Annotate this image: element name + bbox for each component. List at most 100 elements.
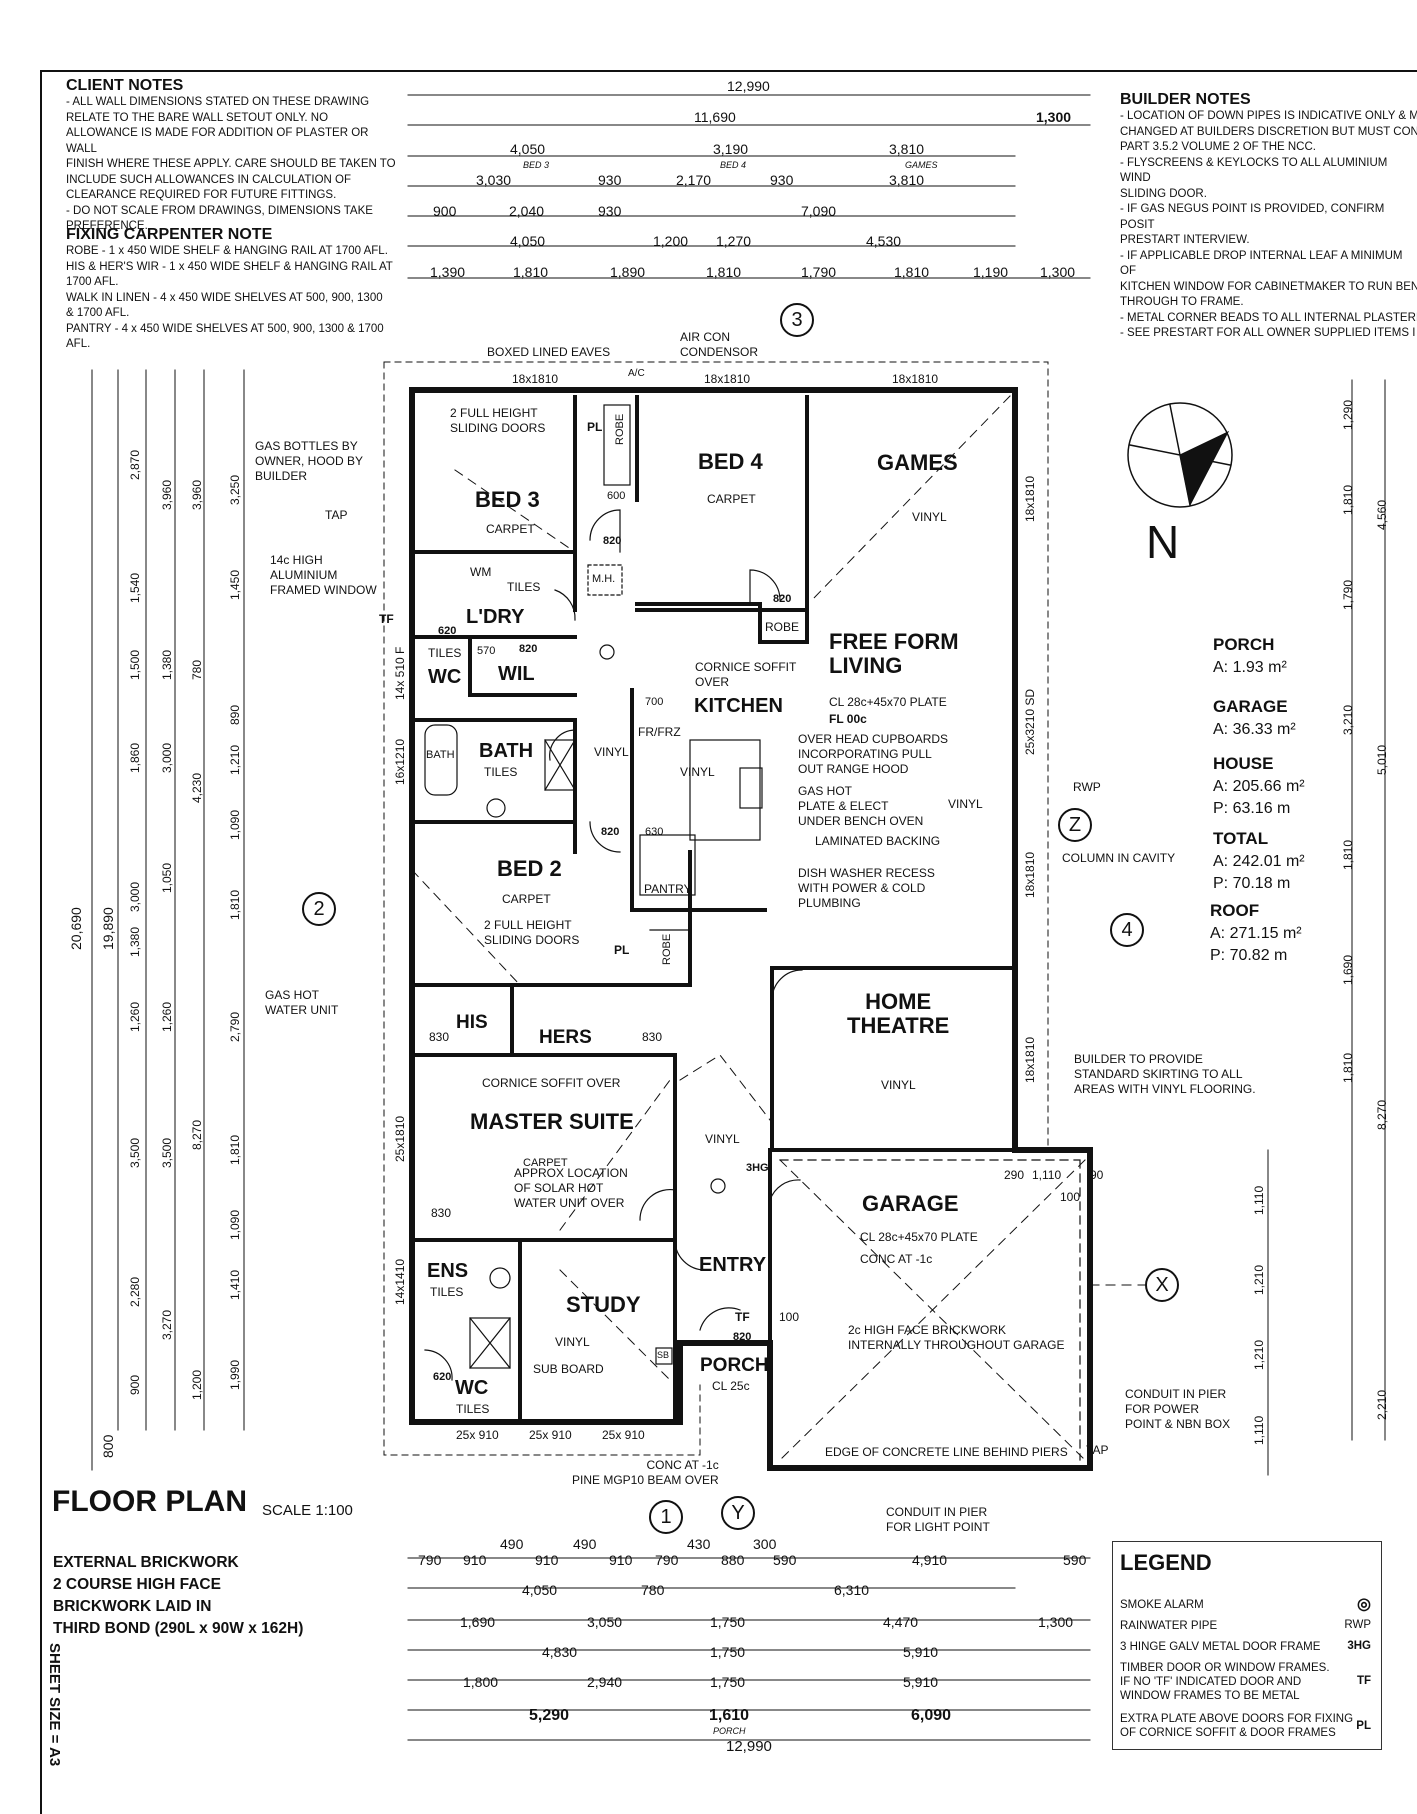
- dim-top-r5-c: 1,890: [610, 264, 646, 280]
- legend-row-smoke: SMOKE ALARM: [1120, 1599, 1204, 1611]
- finish-bath: TILES: [484, 765, 518, 779]
- smoke-alarm-1: [599, 644, 615, 660]
- kitchen-bench: [689, 739, 761, 841]
- section-marker-z: Z: [1058, 808, 1092, 842]
- pl-label-bed3: PL: [587, 420, 603, 434]
- window-size-6: 18x1810: [1023, 1036, 1037, 1083]
- garage-pier-dashes: [779, 1159, 1081, 1461]
- window-size-5: 18x1810: [1023, 851, 1037, 898]
- dim-bot-r1-l: 4,910: [912, 1552, 948, 1568]
- area-roof-p: P: 70.82 m: [1210, 947, 1288, 964]
- door-size-10: 630: [645, 826, 664, 838]
- basin-ens: [489, 1267, 511, 1289]
- living-ceiling: CL 28c+45x70 PLATE: [829, 695, 947, 709]
- dim-bot-r3-b: 3,050: [587, 1614, 623, 1630]
- door-swing-porch: [699, 1307, 741, 1331]
- window-size-12: 25x 910: [456, 1428, 499, 1442]
- room-porch: PORCH: [700, 1355, 769, 1376]
- area-house: HOUSE A: 205.66 m² P: 63.16 m: [1213, 753, 1305, 820]
- dim-left-c2-c: 3,000: [160, 742, 174, 773]
- dim-top-r5-b: 1,810: [513, 264, 549, 280]
- note-sliding-doors-1: 2 FULL HEIGHT SLIDING DOORS: [450, 406, 546, 435]
- dim-top-main-value: 11,690: [694, 109, 736, 125]
- note-rwp-right: RWP: [1073, 780, 1101, 794]
- room-master-suite: MASTER SUITE: [470, 1109, 634, 1134]
- dim-left-c1-j: 900: [128, 1374, 142, 1395]
- legend-box: LEGEND SMOKE ALARM ◎ RAINWATER PIPE RWP …: [1112, 1541, 1382, 1750]
- dim-bot-r4-a: 4,830: [542, 1644, 578, 1660]
- note-sliding-doors-2: 2 FULL HEIGHT SLIDING DOORS: [484, 918, 580, 947]
- client-notes-text: - ALL WALL DIMENSIONS STATED ON THESE DR…: [66, 96, 396, 232]
- shower-bath: [544, 739, 576, 791]
- dim-left-c2-b: 1,380: [160, 649, 174, 680]
- area-porch-a: A: 1.93 m²: [1213, 659, 1287, 676]
- dim-left-c4-d: 1,210: [228, 744, 242, 775]
- dim-bot-r2-c: 6,310: [834, 1582, 870, 1598]
- note-dishwasher: DISH WASHER RECESS WITH POWER & COLD PLU…: [798, 866, 935, 910]
- window-size-13: 25x 910: [529, 1428, 572, 1442]
- note-solar: APPROX LOCATION OF SOLAR HOT WATER UNIT …: [514, 1166, 628, 1210]
- robe-label-bed4: ROBE: [765, 620, 800, 634]
- door-size-19: 100: [1060, 1190, 1081, 1204]
- legend-row-tf: TIMBER DOOR OR WINDOW FRAMES. IF NO 'TF'…: [1120, 1662, 1330, 1702]
- north-circle: [1127, 402, 1233, 508]
- dim-left-c3-a: 3,960: [190, 479, 204, 510]
- garage-ceiling: CL 28c+45x70 PLATE: [860, 1230, 978, 1244]
- window-size-11: 14x1410: [393, 1258, 407, 1305]
- dim-left-c2-a: 3,960: [160, 479, 174, 510]
- door-size-15: 100: [779, 1310, 800, 1324]
- dim-bot-overall-value: 12,990: [726, 1738, 772, 1755]
- door-size-16: 290: [1004, 1168, 1025, 1182]
- door-size-9: 700: [645, 696, 664, 708]
- dim-bot-r5-c: 1,750: [710, 1674, 746, 1690]
- door-size-6: 600: [607, 490, 626, 502]
- dim-top-r5-e: 1,790: [801, 264, 837, 280]
- dim-bot-r3-e: 1,300: [1038, 1614, 1074, 1630]
- legend-sym-3hg: 3HG: [1347, 1640, 1371, 1652]
- note-conduit-power: CONDUIT IN PIER FOR POWER POINT & NBN BO…: [1125, 1387, 1231, 1431]
- door-swing-bath: [549, 729, 576, 761]
- area-porch-name: PORCH: [1213, 635, 1275, 654]
- dim-left-c4-a: 3,250: [228, 474, 242, 505]
- legend-row-pl: EXTRA PLATE ABOVE DOORS FOR FIXING OF CO…: [1120, 1713, 1354, 1739]
- wall-wil: [468, 635, 577, 697]
- dim-top-r4-b: 1,200: [653, 233, 689, 249]
- carpenter-notes-text: ROBE - 1 x 450 WIDE SHELF & HANGING RAIL…: [66, 245, 393, 350]
- door-swing-bed3: [589, 509, 621, 553]
- door-size-13: 830: [431, 1206, 452, 1220]
- finish-bed4: CARPET: [707, 492, 756, 506]
- room-garage: GARAGE: [862, 1191, 959, 1216]
- room-study: STUDY: [566, 1292, 641, 1317]
- window-size-9: 14x 510 F: [393, 646, 407, 700]
- sheet-size: SHEET SIZE = A3: [46, 1643, 63, 1767]
- client-notes: CLIENT NOTES - ALL WALL DIMENSIONS STATE…: [66, 77, 396, 235]
- robe-label-bed3: ROBE: [614, 413, 626, 445]
- dim-left-c4-b: 1,450: [228, 569, 242, 600]
- door-swing-laundry: [554, 589, 576, 621]
- room-bed3: BED 3: [475, 487, 540, 512]
- window-size-7: 25x3210 SD: [1023, 688, 1037, 755]
- dim-bot-r1-m: 590: [1063, 1552, 1087, 1568]
- door-size-7: 570: [477, 645, 496, 657]
- dim-left-c4-e: 1,090: [228, 809, 242, 840]
- note-cornice-master: CORNICE SOFFIT OVER: [482, 1076, 621, 1090]
- north-letter: N: [1146, 516, 1180, 568]
- dim-bot-r1-d: 910: [535, 1552, 559, 1568]
- window-size-4: 18x1810: [1023, 475, 1037, 522]
- builder-notes-text: - LOCATION OF DOWN PIPES IS INDICATIVE O…: [1120, 110, 1417, 339]
- ceiling-bed3-diag: [454, 469, 576, 553]
- dim-left-c1-g: 1,260: [128, 1001, 142, 1032]
- finish-master: CARPET: [523, 1157, 568, 1169]
- note-aircon: AIR CON CONDENSOR: [680, 330, 759, 359]
- dim-left-c4-f: 1,810: [228, 889, 242, 920]
- wm-label: WM: [470, 565, 492, 579]
- dim-top-overall-value: 12,990: [727, 78, 770, 94]
- room-laundry: L'DRY: [466, 606, 525, 628]
- legend-sym-pl: PL: [1356, 1720, 1371, 1732]
- dim-left-c1-e: 3,000: [128, 881, 142, 912]
- ceiling-living-diag: [811, 395, 1011, 601]
- dim-left-c1-a: 2,870: [128, 449, 142, 480]
- dim-bot-r6-sub: PORCH: [713, 1726, 746, 1736]
- legend-row-rwp: RAINWATER PIPE: [1120, 1620, 1218, 1632]
